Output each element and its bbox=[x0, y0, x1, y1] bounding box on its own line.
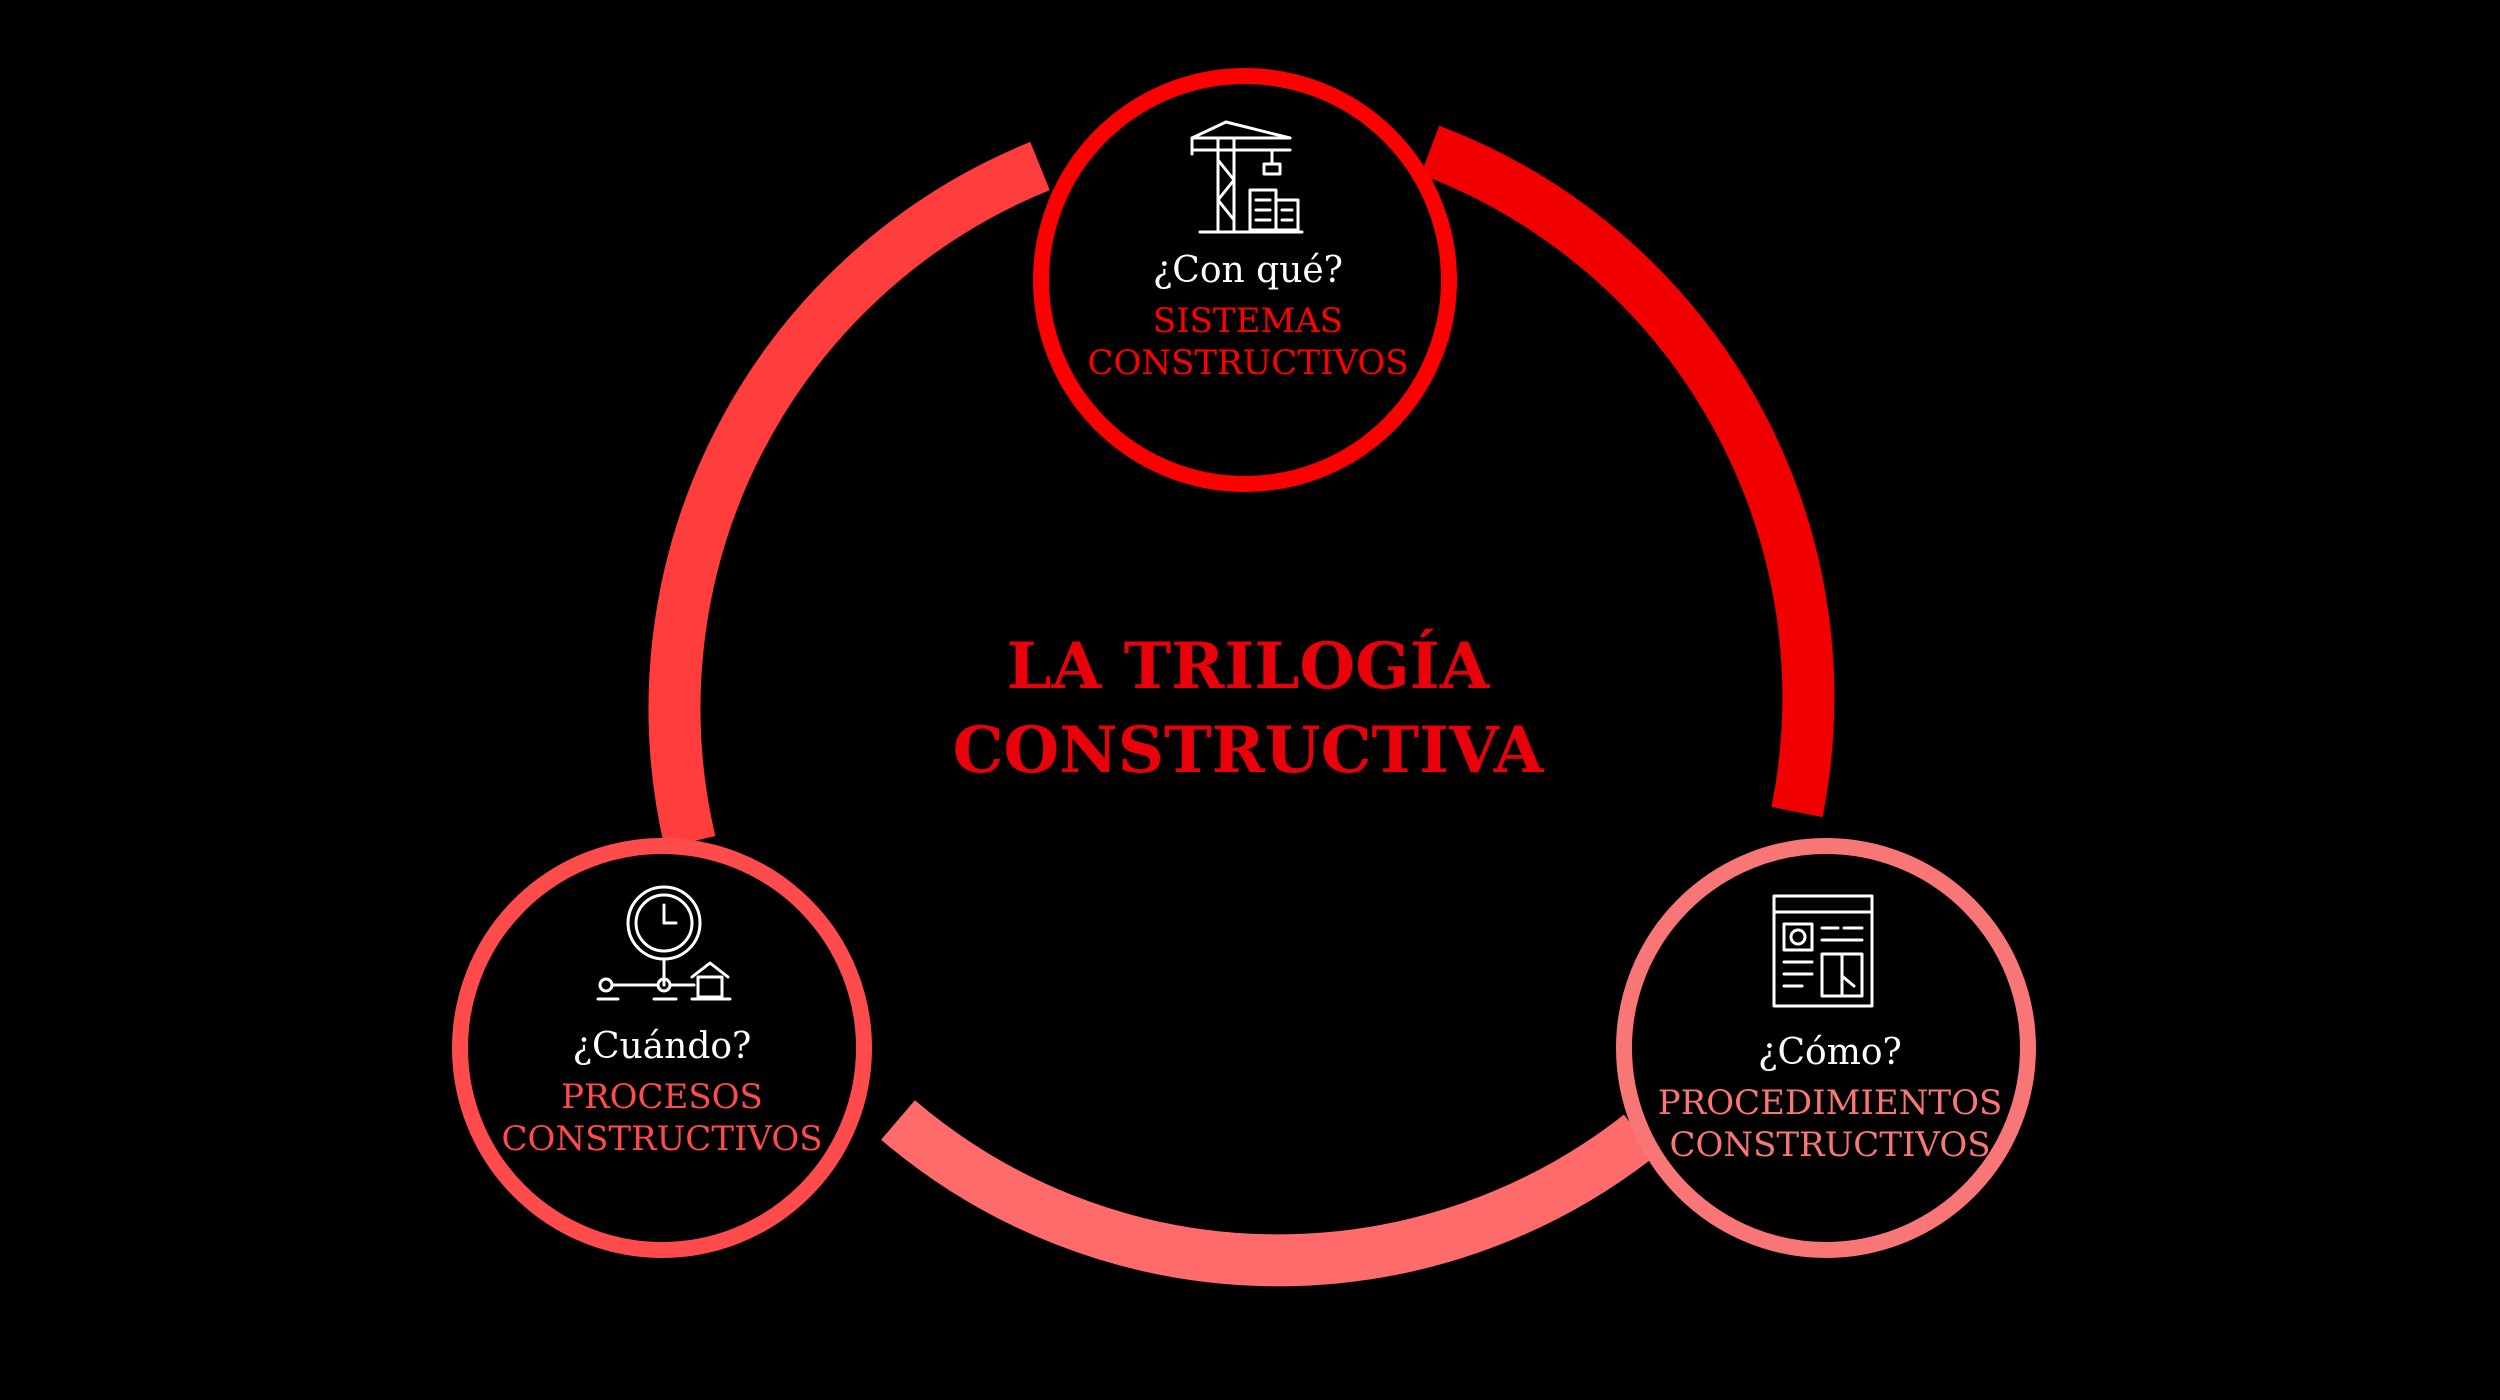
center-title: LA TRILOGÍA CONSTRUCTIVA bbox=[953, 629, 1545, 788]
node-circle-sistemas bbox=[1033, 68, 1457, 492]
blueprint-icon bbox=[1772, 894, 1874, 1008]
title-line-2: CONSTRUCTIVA bbox=[953, 713, 1545, 788]
node-label-sistemas-line-1: SISTEMAS bbox=[1153, 301, 1343, 341]
node-procesos: ¿Cuándo? PROCESOS CONSTRUCTIVOS bbox=[452, 838, 872, 1258]
arc-sistemas-to-procedimientos bbox=[1420, 125, 1835, 818]
title-line-1: LA TRILOGÍA bbox=[1007, 629, 1491, 704]
node-circle-procedimientos bbox=[1616, 838, 2036, 1258]
node-label-procedimientos-line-2: CONSTRUCTIVOS bbox=[1669, 1125, 1990, 1165]
node-procedimientos: ¿Cómo? PROCEDIMIENTOS CONSTRUCTIVOS bbox=[1616, 838, 2036, 1258]
clock-timeline-icon bbox=[596, 885, 732, 1001]
node-label-procedimientos-line-1: PROCEDIMIENTOS bbox=[1658, 1083, 2003, 1123]
crane-icon bbox=[1190, 120, 1304, 234]
node-question-procesos: ¿Cuándo? bbox=[573, 1026, 752, 1067]
cycle-ring bbox=[648, 125, 1835, 1287]
node-circle-procesos bbox=[452, 838, 872, 1258]
arc-procesos-to-sistemas bbox=[648, 141, 1050, 848]
node-sistemas: ¿Con qué? SISTEMAS CONSTRUCTIVOS bbox=[1033, 68, 1457, 492]
node-question-procedimientos: ¿Cómo? bbox=[1758, 1032, 1902, 1073]
node-label-procesos-line-2: CONSTRUCTIVOS bbox=[501, 1119, 822, 1159]
node-label-sistemas-line-2: CONSTRUCTIVOS bbox=[1087, 343, 1408, 383]
node-question-sistemas: ¿Con qué? bbox=[1153, 250, 1343, 291]
arc-procedimientos-to-procesos bbox=[881, 1100, 1657, 1287]
node-label-procesos-line-1: PROCESOS bbox=[561, 1077, 763, 1117]
